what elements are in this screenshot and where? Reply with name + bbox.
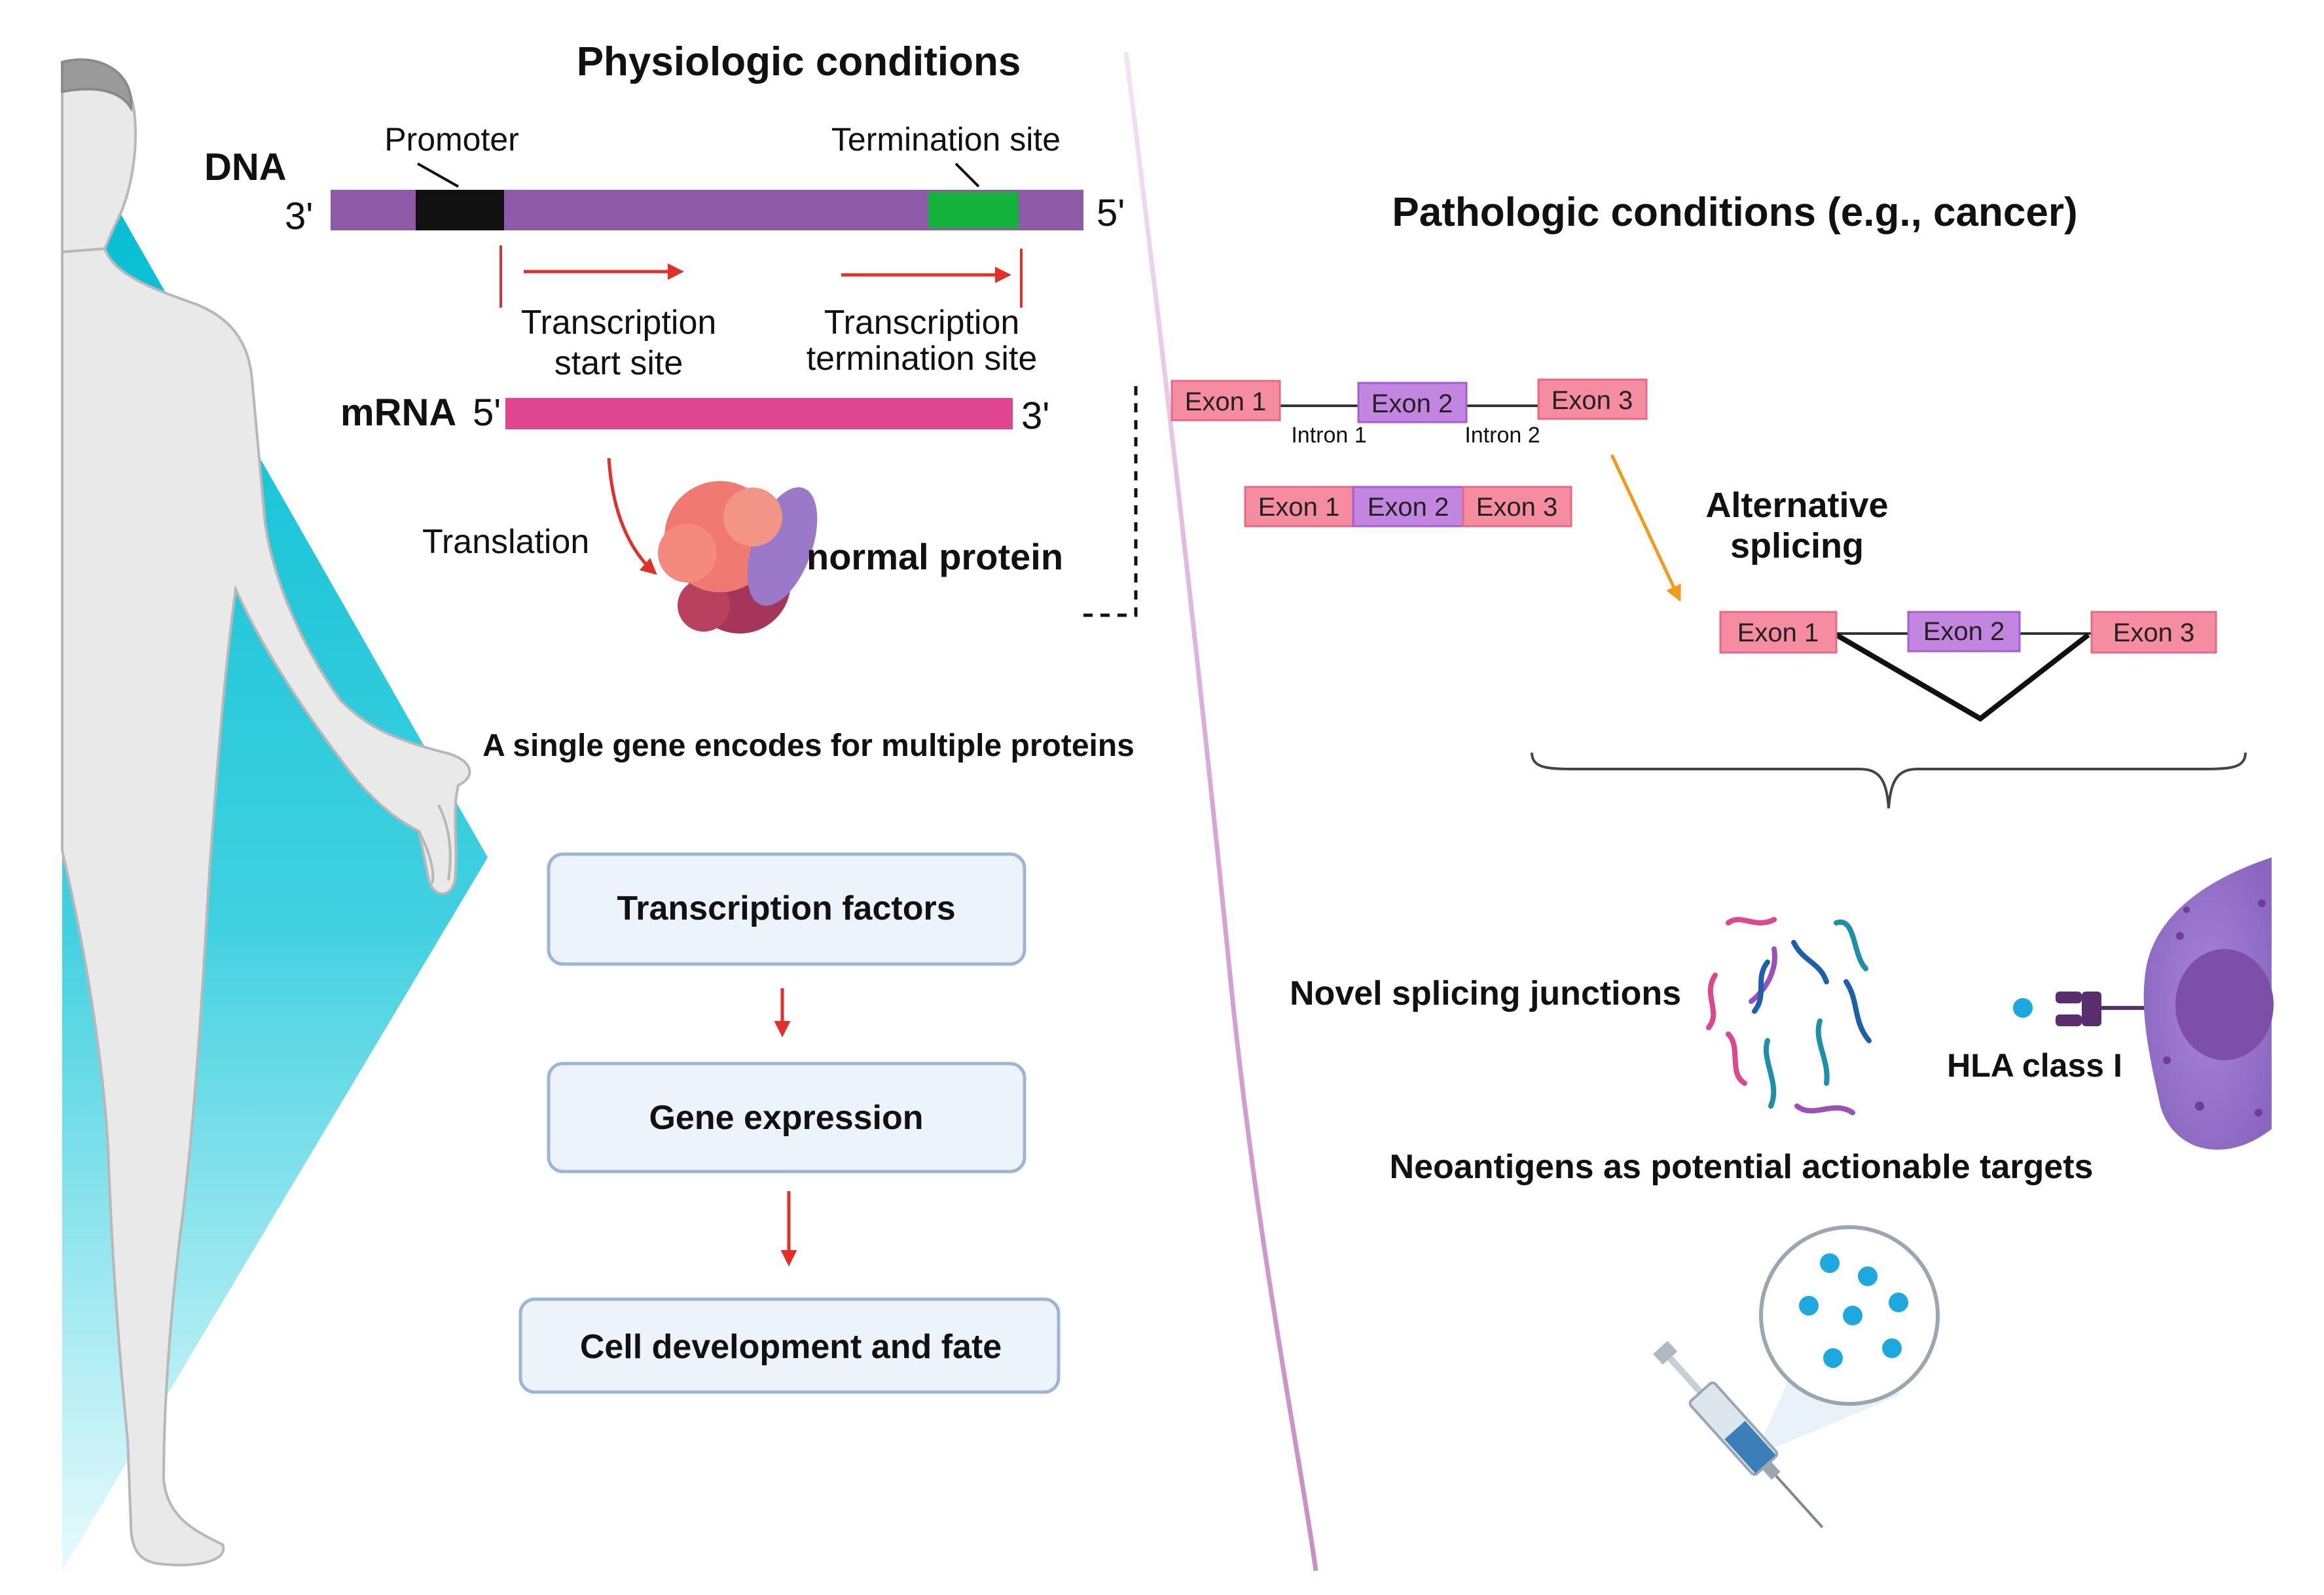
termination-region	[928, 192, 1019, 228]
dashed-bracket	[1080, 386, 1138, 617]
neoantigens-caption: Neoantigens as potential actionable targ…	[1390, 1148, 2094, 1186]
normal-protein-icon	[658, 481, 818, 634]
row1-exon1-label: Exon 1	[1185, 387, 1267, 416]
row1-exon3-label: Exon 3	[1552, 386, 1633, 415]
mrna-label: mRNA	[340, 391, 456, 434]
flow-label-gene-expression: Gene expression	[649, 1099, 923, 1137]
row2-exon3	[1462, 486, 1572, 528]
alt-splicing-arrow	[1610, 454, 1681, 602]
hla-label: HLA class I	[1947, 1047, 2122, 1084]
row3-exon2-label: Exon 2	[1923, 617, 2005, 646]
row3-exon2	[1907, 611, 2021, 653]
flow-label-cell-development: Cell development and fate	[580, 1328, 1002, 1366]
tumor-cell-icon	[2143, 857, 2274, 1150]
termination-pointer	[954, 162, 980, 188]
flow-box-transcription-factors	[547, 852, 1026, 966]
intron2-label: Intron 2	[1464, 423, 1540, 448]
row2-exon3-label: Exon 3	[1476, 493, 1558, 522]
row1-exon2-label: Exon 2	[1371, 389, 1453, 418]
novel-junctions-label: Novel splicing junctions	[1290, 975, 1681, 1013]
dna-label: DNA	[204, 146, 287, 188]
curly-brace	[1531, 752, 2247, 809]
dna-5prime: 5'	[1097, 192, 1125, 234]
flow-box-cell-development	[518, 1297, 1061, 1394]
row3-exon3-label: Exon 3	[2113, 618, 2195, 647]
hla-receptor-icon	[2056, 992, 2149, 1026]
row1-exon1	[1171, 380, 1281, 421]
tss-label-line1: Transcription	[521, 304, 717, 342]
row2-exon1	[1244, 486, 1354, 528]
row3-exon3	[2090, 611, 2217, 654]
physiologic-title: Physiologic conditions	[577, 39, 1021, 84]
rna-fragments-icon	[1706, 917, 1872, 1115]
single-gene-caption: A single gene encodes for multiple prote…	[482, 728, 1135, 763]
mrna-bar	[505, 398, 1013, 429]
alt-splicing-line1: Alternative	[1705, 486, 1888, 525]
row1-exon2	[1357, 382, 1468, 423]
promoter-label: Promoter	[384, 121, 519, 158]
row3-exon1	[1719, 611, 1838, 654]
row3-exon1-label: Exon 1	[1737, 618, 1819, 647]
intron1-label: Intron 1	[1291, 423, 1366, 448]
human-figure-icon	[61, 58, 471, 1567]
flow-box-gene-expression	[547, 1062, 1026, 1174]
row2-exon1-label: Exon 1	[1258, 493, 1340, 522]
antigen-dot-icon	[2013, 998, 2033, 1018]
mrna-3prime: 3'	[1021, 395, 1049, 437]
section-divider	[1123, 52, 1318, 1571]
tts-label-line1: Transcription	[824, 304, 1020, 342]
neoantigen-dots-icon	[1799, 1253, 1908, 1368]
flow-label-transcription-factors: Transcription factors	[617, 889, 955, 927]
promoter-pointer	[417, 162, 459, 188]
translation-label: Translation	[422, 523, 589, 561]
normal-protein-label: normal protein	[807, 536, 1063, 577]
promoter-region	[416, 190, 504, 230]
translation-arrow	[607, 457, 657, 575]
row1-exon3	[1537, 378, 1648, 420]
tss-label-line2: start site	[554, 344, 683, 382]
dna-3prime: 3'	[285, 195, 313, 238]
row2-exon2-label: Exon 2	[1368, 493, 1449, 522]
termination-site-label: Termination site	[831, 121, 1061, 158]
skip-junction	[1834, 632, 2090, 722]
syringe-icon	[1653, 1340, 1824, 1528]
pathologic-title: Pathologic conditions (e.g., cancer)	[1392, 190, 2077, 235]
row2-exon2	[1352, 486, 1464, 528]
mrna-5prime: 5'	[473, 391, 501, 434]
tts-label-line2: termination site	[807, 340, 1038, 378]
alt-splicing-line2: splicing	[1730, 526, 1864, 565]
